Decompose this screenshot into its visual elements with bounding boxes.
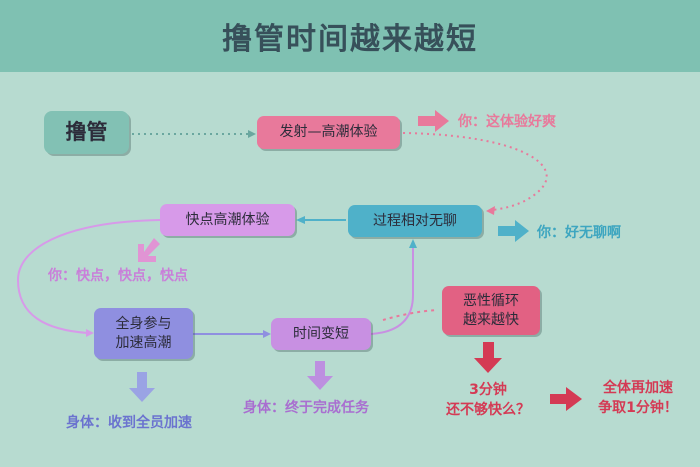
remark-final-line1: 全体再加速 xyxy=(603,380,673,396)
down-arrow-icon xyxy=(474,342,502,373)
arrowhead-launch xyxy=(248,130,256,138)
remark-cycle: 3分钟 还不够快么？ xyxy=(426,380,550,420)
right-arrow-icon xyxy=(418,110,449,132)
remark-launch: 你：这体验好爽 xyxy=(458,114,556,130)
remark-cycle-line1: 3分钟 xyxy=(469,382,507,398)
arrowhead-process-up xyxy=(409,239,417,248)
page-title: 撸管时间越来越短 xyxy=(222,22,478,57)
remark-fast: 你：快点，快点，快点 xyxy=(48,268,188,284)
right-arrow-icon xyxy=(550,387,582,411)
arrowhead-shorten xyxy=(263,330,271,338)
arrowhead-fast xyxy=(296,216,305,224)
header-bar: 撸管时间越来越短 xyxy=(0,0,700,72)
node-process-label: 过程相对无聊 xyxy=(373,212,457,229)
connector-launch-process xyxy=(402,132,548,211)
down-left-arrow-icon xyxy=(138,238,160,262)
node-shorten-label: 时间变短 xyxy=(293,325,349,342)
node-launch: 发射—高潮体验 xyxy=(257,116,400,149)
node-fast-label: 快点高潮体验 xyxy=(185,211,270,228)
node-body-line1: 全身参与 xyxy=(115,315,172,332)
remark-cycle-line2: 还不够快么？ xyxy=(446,402,530,418)
arrowhead-process xyxy=(486,206,495,215)
remark-final-line2: 争取1分钟！ xyxy=(598,400,678,416)
down-arrow-icon xyxy=(129,372,155,402)
node-cycle-line2: 越来越快 xyxy=(463,311,519,328)
connector-shorten-process xyxy=(370,246,414,335)
node-body: 全身参与 加速高潮 xyxy=(94,308,193,359)
right-arrow-icon xyxy=(498,220,529,242)
remark-final: 全体再加速 争取1分钟！ xyxy=(584,378,692,418)
down-arrow-icon xyxy=(307,361,333,390)
remark-shorten: 身体：终于完成任务 xyxy=(243,400,369,416)
node-fast: 快点高潮体验 xyxy=(160,204,295,236)
node-start-label: 撸管 xyxy=(65,120,108,144)
remark-body: 身体：收到全员加速 xyxy=(66,415,192,431)
node-process: 过程相对无聊 xyxy=(348,205,482,237)
node-launch-label: 发射—高潮体验 xyxy=(279,124,378,140)
node-cycle-line1: 恶性循环 xyxy=(463,292,519,309)
connector-cycle xyxy=(382,309,438,321)
node-body-line2: 加速高潮 xyxy=(115,334,172,351)
node-cycle: 恶性循环 越来越快 xyxy=(442,286,540,335)
remark-process: 你：好无聊啊 xyxy=(537,225,621,241)
arrowhead-body xyxy=(86,329,94,337)
node-shorten: 时间变短 xyxy=(271,318,371,350)
node-start: 撸管 xyxy=(44,111,129,154)
connector-fast-body xyxy=(16,219,161,334)
